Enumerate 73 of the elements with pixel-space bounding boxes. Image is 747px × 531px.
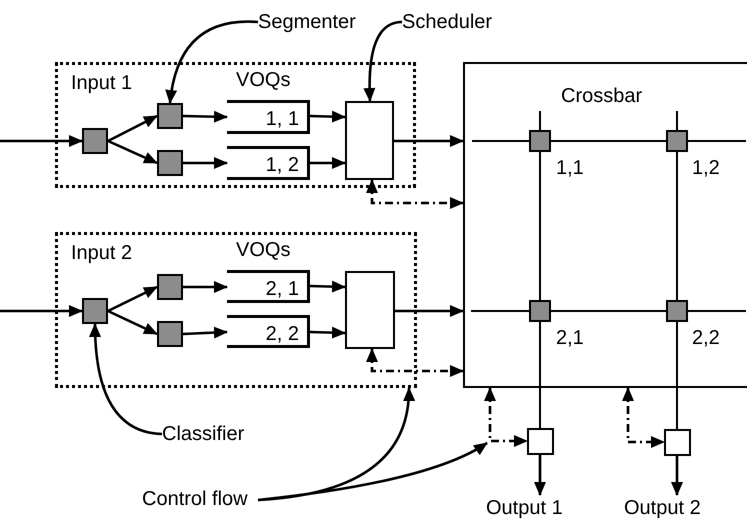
arrow <box>107 286 158 312</box>
queue-box <box>227 315 310 348</box>
arrow <box>671 456 683 496</box>
leader-line <box>364 20 402 102</box>
arrow <box>310 157 346 169</box>
leader-line <box>89 323 162 436</box>
arrow <box>534 455 546 496</box>
queue-box <box>227 146 310 180</box>
crosspoint-block <box>529 300 551 322</box>
output-buffer-box <box>664 429 691 456</box>
arrow <box>310 326 346 339</box>
arrow <box>182 110 228 123</box>
control-arrow <box>366 348 464 377</box>
queue-box <box>227 100 310 134</box>
queue-label: 2, 1 <box>266 279 299 299</box>
connector-line <box>539 322 541 428</box>
crosspoint-block <box>666 300 688 322</box>
arrow <box>0 305 83 317</box>
queue-group-label: VOQs <box>236 70 290 90</box>
connector-line <box>676 322 678 429</box>
port-label: Input 2 <box>71 243 132 263</box>
arrow <box>183 281 228 293</box>
control-arrow <box>622 387 665 448</box>
port-label: Input 1 <box>71 73 132 93</box>
input-port-box <box>55 232 417 388</box>
scheduler-box <box>345 101 394 180</box>
queue-group-label: VOQs <box>236 240 290 260</box>
queue-label: 1, 1 <box>266 109 299 129</box>
control-arrow <box>484 387 528 447</box>
callout-label: Classifier <box>162 421 258 447</box>
arrow <box>310 110 346 123</box>
connector-line <box>539 152 541 300</box>
arrow <box>310 280 346 293</box>
crosspoint-label: 1,2 <box>692 158 720 178</box>
callout-label: Control flow <box>142 486 258 512</box>
callout-label: Scheduler <box>402 9 498 35</box>
arrow <box>183 157 228 169</box>
arrow <box>107 140 158 164</box>
crosspoint-label: 1,1 <box>556 158 584 178</box>
processing-block <box>157 321 183 347</box>
connector-line <box>551 310 666 312</box>
arrow <box>0 135 83 147</box>
processing-block <box>157 103 183 129</box>
leader-line <box>258 387 414 502</box>
arrow <box>182 326 228 339</box>
arrow <box>107 114 158 142</box>
arrow <box>394 135 464 147</box>
arrow <box>107 310 158 336</box>
crosspoint-block <box>666 130 688 152</box>
crossbar-box <box>463 62 747 388</box>
leader-line <box>166 20 258 104</box>
processing-block <box>157 150 183 176</box>
callout-label: Segmenter <box>258 9 358 35</box>
output-label: Output 1 <box>486 495 586 521</box>
crosspoint-label: 2,2 <box>692 328 720 348</box>
control-arrow <box>366 179 464 209</box>
leader-line <box>258 442 488 502</box>
crosspoint-block <box>529 130 551 152</box>
scheduler-box <box>345 271 395 349</box>
output-buffer-box <box>527 428 554 455</box>
arrow <box>395 305 464 317</box>
input-port-box <box>55 62 416 188</box>
processing-block <box>82 128 108 154</box>
output-label: Output 2 <box>624 495 728 521</box>
queue-label: 1, 2 <box>266 155 299 175</box>
crossbar-title: Crossbar <box>561 86 642 106</box>
connector-line <box>676 152 678 300</box>
connector-line <box>551 140 666 142</box>
processing-block <box>82 298 108 324</box>
queue-box <box>227 270 310 303</box>
processing-block <box>157 274 183 300</box>
queue-label: 2, 2 <box>266 324 299 344</box>
crosspoint-label: 2,1 <box>556 328 584 348</box>
